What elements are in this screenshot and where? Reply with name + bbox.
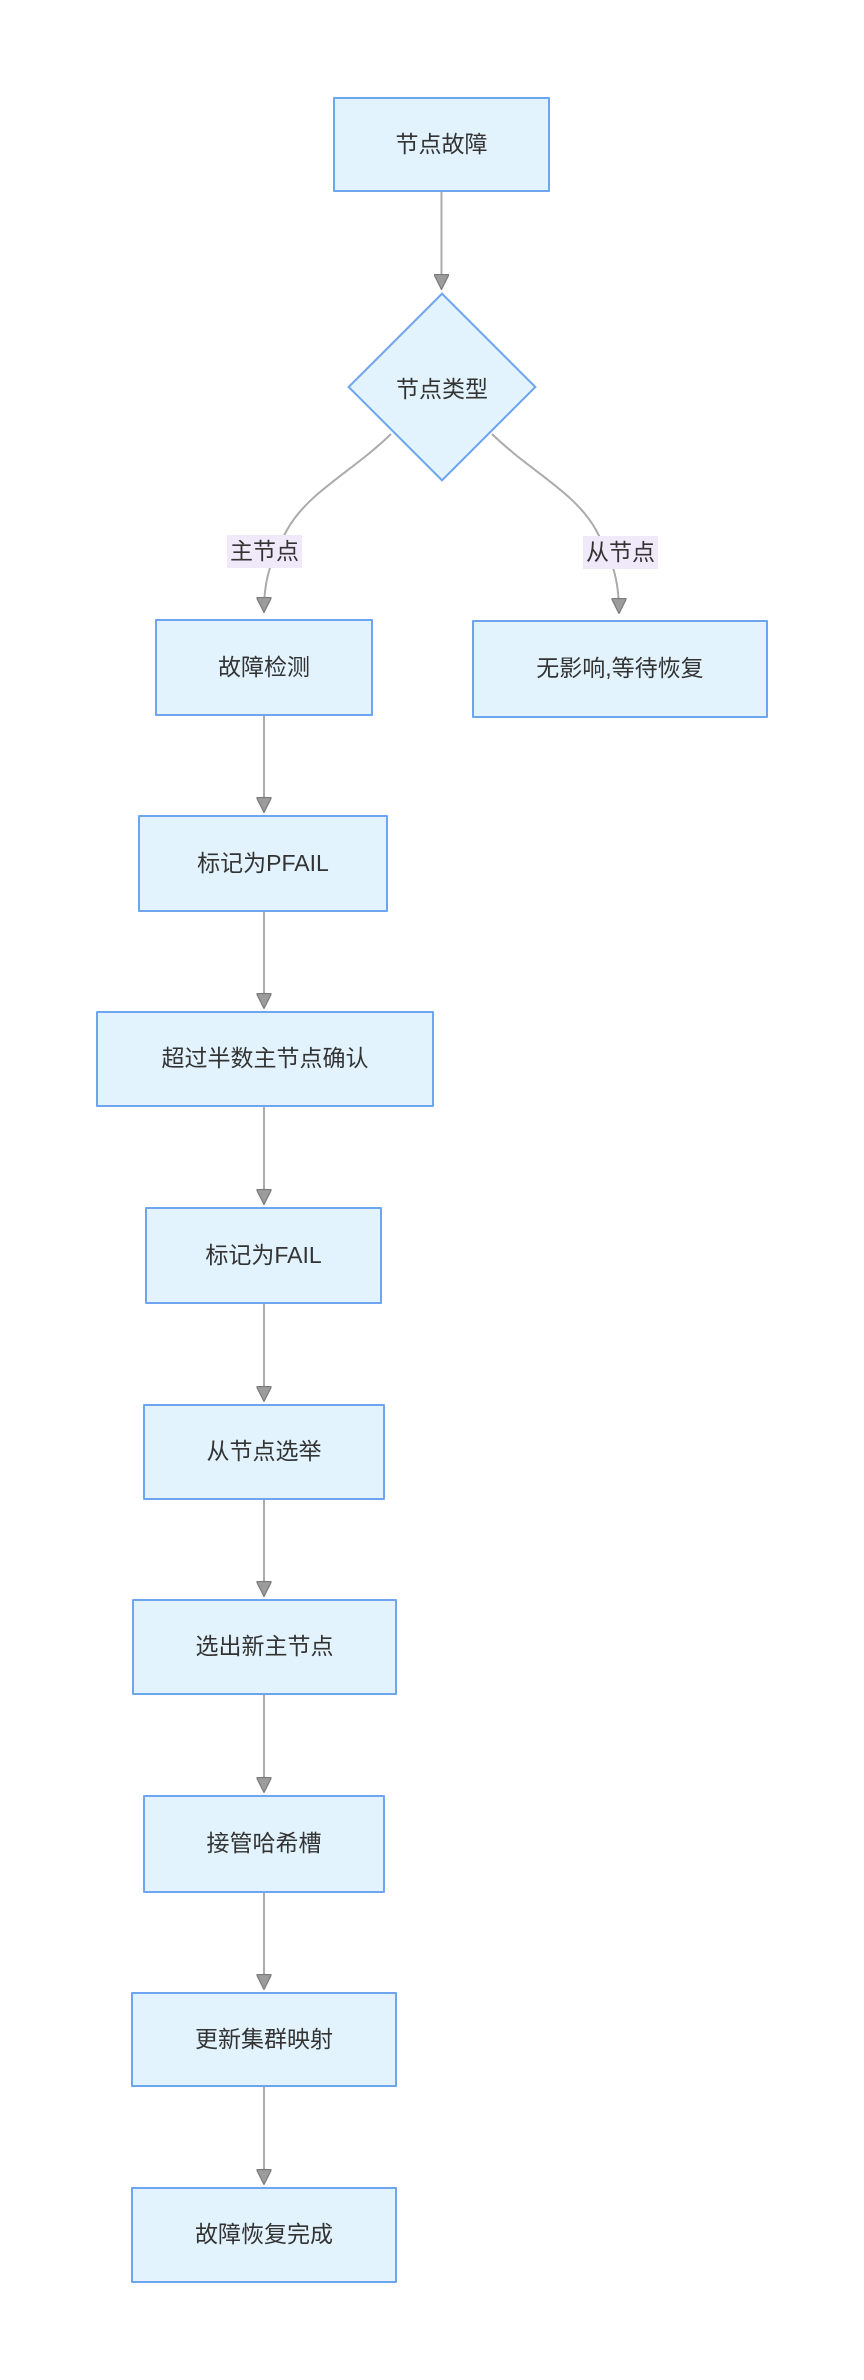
node-mark-fail: 标记为FAIL xyxy=(145,1207,382,1304)
node-node-failure-label: 节点故障 xyxy=(395,130,488,157)
node-new-master-label: 选出新主节点 xyxy=(195,1633,334,1660)
edge-node-type-to-no-impact xyxy=(491,433,619,612)
node-mark-pfail-label: 标记为PFAIL xyxy=(197,849,329,876)
node-slave-election-label: 从节点选举 xyxy=(206,1438,322,1465)
node-mark-fail-label: 标记为FAIL xyxy=(205,1241,322,1268)
node-no-impact-label: 无影响,等待恢复 xyxy=(536,655,704,682)
edge-label-master-node: 主节点 xyxy=(227,535,302,568)
node-slave-election: 从节点选举 xyxy=(143,1404,385,1500)
node-failure-detection: 故障检测 xyxy=(155,619,373,716)
node-failure-detection-label: 故障检测 xyxy=(218,653,310,680)
node-node-failure: 节点故障 xyxy=(333,97,550,192)
node-majority-master-confirm: 超过半数主节点确认 xyxy=(96,1011,434,1107)
node-new-master-elected: 选出新主节点 xyxy=(132,1599,397,1695)
node-update-mapping-label: 更新集群映射 xyxy=(195,2025,333,2052)
node-node-type-label: 节点类型 xyxy=(396,376,488,402)
node-update-cluster-mapping: 更新集群映射 xyxy=(131,1992,397,2087)
node-recovery-complete-label: 故障恢复完成 xyxy=(195,2221,333,2248)
node-node-type-decision: 节点类型 xyxy=(347,292,537,482)
node-mark-pfail: 标记为PFAIL xyxy=(138,815,388,912)
edge-node-type-to-failure-detection xyxy=(264,433,392,611)
node-majority-confirm-label: 超过半数主节点确认 xyxy=(161,1045,369,1072)
node-failure-recovery-complete: 故障恢复完成 xyxy=(131,2187,397,2283)
node-takeover-hash-slots: 接管哈希槽 xyxy=(143,1795,385,1893)
node-takeover-slots-label: 接管哈希槽 xyxy=(206,1830,322,1857)
node-no-impact-wait-recovery: 无影响,等待恢复 xyxy=(472,620,768,718)
edge-label-slave-node: 从节点 xyxy=(583,536,658,569)
